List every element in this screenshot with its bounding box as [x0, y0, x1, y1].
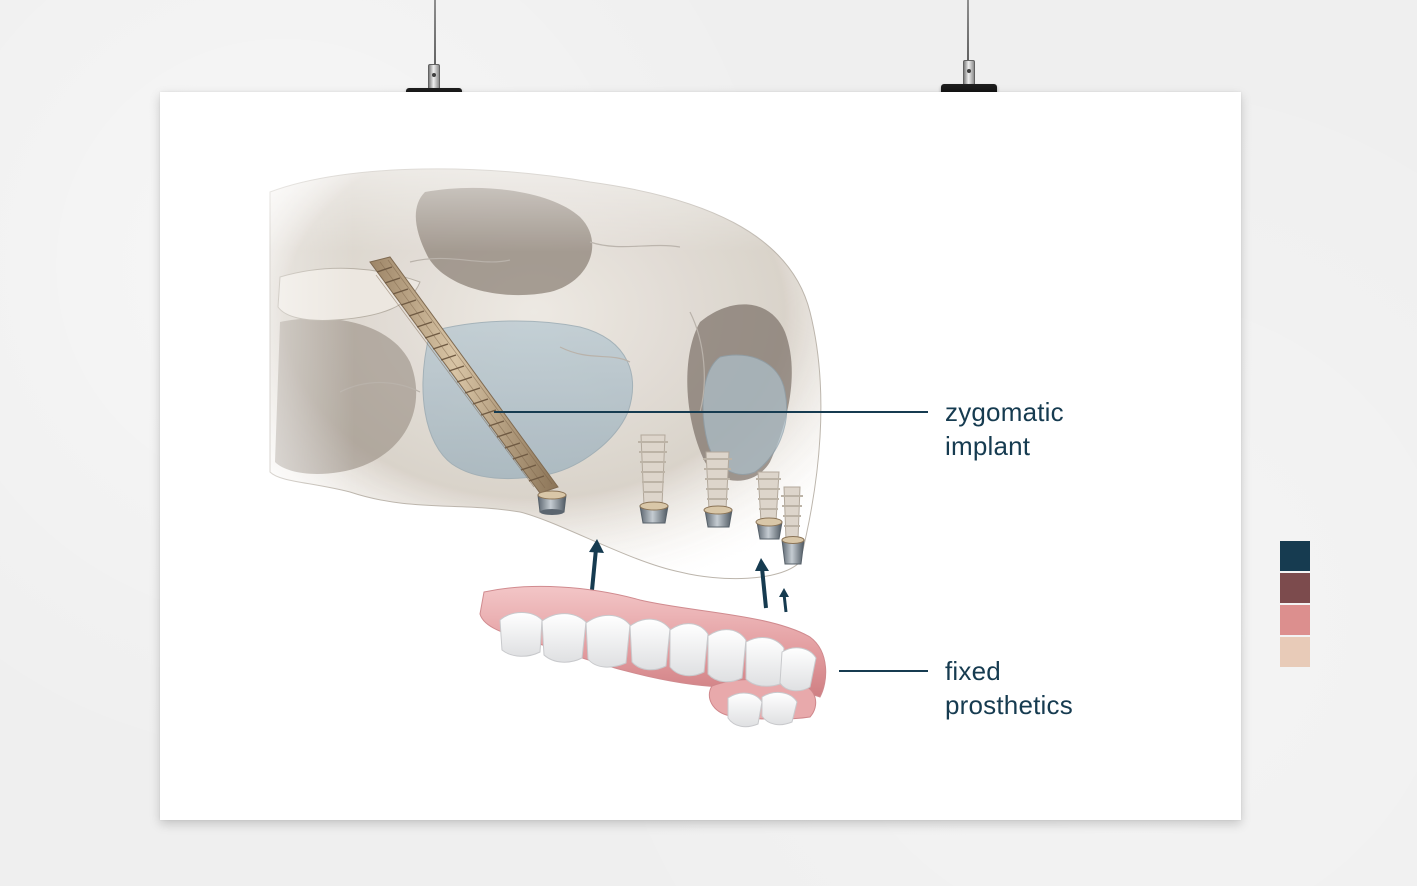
- prosthetics-label-line-2: prosthetics: [945, 690, 1073, 720]
- left-hanging-wire: [434, 0, 436, 70]
- fixed-prosthetics-label: fixed prosthetics: [945, 654, 1073, 722]
- left-clip-hinge: [428, 64, 440, 90]
- right-hanging-wire: [967, 0, 969, 64]
- right-clip-hinge: [963, 60, 975, 86]
- palette-swatch-rose: [1280, 605, 1310, 635]
- left-fade-overlay: [160, 92, 1241, 820]
- palette-swatch-burgundy: [1280, 573, 1310, 603]
- zygomatic-label-line-2: implant: [945, 431, 1031, 461]
- poster: zygomatic implant fixed prosthetics: [160, 92, 1241, 820]
- prosthetics-label-line-1: fixed: [945, 656, 1001, 686]
- zygomatic-implant-label: zygomatic implant: [945, 395, 1064, 463]
- color-palette: [1280, 541, 1310, 669]
- palette-swatch-peach: [1280, 637, 1310, 667]
- palette-swatch-navy: [1280, 541, 1310, 571]
- zygomatic-label-line-1: zygomatic: [945, 397, 1064, 427]
- anatomy-illustration: [160, 92, 1241, 820]
